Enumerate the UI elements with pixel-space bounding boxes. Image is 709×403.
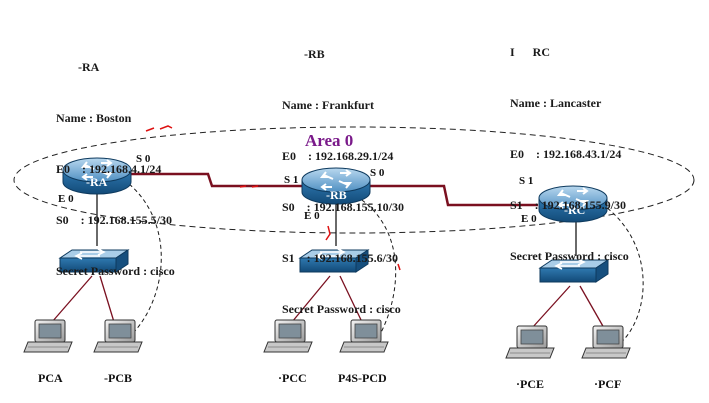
rc-port-s1: S 1 xyxy=(519,175,533,187)
console-cable-rb-pcd xyxy=(355,195,397,339)
rc-port-e0: E 0 xyxy=(521,213,537,225)
pc-e-label: ·PCE xyxy=(516,377,544,391)
console-cable-rc-pcf xyxy=(595,199,644,346)
router-ra-info: -RA Name : Boston E0 : 192.168.4.1/24 S0… xyxy=(56,25,175,297)
console-cable-ra-pcb xyxy=(111,171,162,339)
pc-d-label: P4S-PCD xyxy=(338,371,387,385)
pc-b-label: -PCB xyxy=(104,371,132,385)
eth-link-pcd xyxy=(339,275,363,323)
eth-link-pcc xyxy=(291,275,331,323)
red-mark-link xyxy=(239,185,259,188)
ra-port-e0: E 0 xyxy=(58,193,74,205)
router-rb-icon-label: -RB xyxy=(326,188,347,202)
router-ra-password: Secret Password : cisco xyxy=(56,264,175,278)
pc-f-icon xyxy=(581,325,631,359)
router-rc-password: Secret Password : cisco xyxy=(510,249,629,263)
red-mark-top xyxy=(145,125,173,132)
router-rc-e0: E0 : 192.168.43.1/24 xyxy=(510,147,622,161)
ra-port-s0: S 0 xyxy=(136,153,151,165)
router-ra-s0: S0 : 192.168.155.5/30 xyxy=(56,213,173,227)
router-rb-info: -RB Name : Frankfurt E0 : 192.168.29.1/2… xyxy=(282,12,404,335)
router-ra-title: -RA xyxy=(78,60,100,74)
router-rb-s0: S0 : 192.168.155.10/30 xyxy=(282,200,405,214)
pc-f-label: ·PCF xyxy=(594,377,621,391)
red-mark-rb xyxy=(325,225,401,271)
router-rb-title: -RB xyxy=(304,47,325,61)
area-boundary xyxy=(13,126,695,234)
router-ra-e0: E0 : 192.168.4.1/24 xyxy=(56,162,162,176)
eth-link-pcf xyxy=(579,285,605,329)
eth-link-pcb xyxy=(99,275,115,323)
router-rb-password: Secret Password : cisco xyxy=(282,302,401,316)
eth-link-pca xyxy=(51,275,93,323)
rb-port-e0: E 0 xyxy=(304,210,320,222)
pc-b-icon xyxy=(93,319,143,353)
router-rb-s1: S1 : 192.168.155.6/30 xyxy=(282,251,399,265)
router-rb-name: Name : Frankfurt xyxy=(282,98,374,112)
serial-link-rb-rc xyxy=(368,184,538,207)
pc-a-label: PCA xyxy=(38,371,63,385)
rb-port-s0: S 0 xyxy=(370,167,385,179)
rb-port-s1: S 1 xyxy=(284,174,298,186)
eth-link-pce xyxy=(531,285,571,329)
router-rc-s1: S1 : 192.168.155.9/30 xyxy=(510,198,627,212)
router-rc-info: I RC Name : Lancaster E0 : 192.168.43.1/… xyxy=(510,10,629,282)
router-rb-e0: E0 : 192.168.29.1/24 xyxy=(282,149,394,163)
router-ra-name: Name : Boston xyxy=(56,111,132,125)
pc-e-icon xyxy=(505,325,555,359)
pc-a-icon xyxy=(23,319,73,353)
pc-c-label: ·PCC xyxy=(278,371,307,385)
area-label: Area 0 xyxy=(305,131,353,150)
router-ra-icon-label: -RA xyxy=(86,175,108,189)
router-rc-icon-label: -RC xyxy=(564,203,585,217)
router-rc-name: Name : Lancaster xyxy=(510,96,602,110)
router-rc-title: I RC xyxy=(510,45,551,59)
